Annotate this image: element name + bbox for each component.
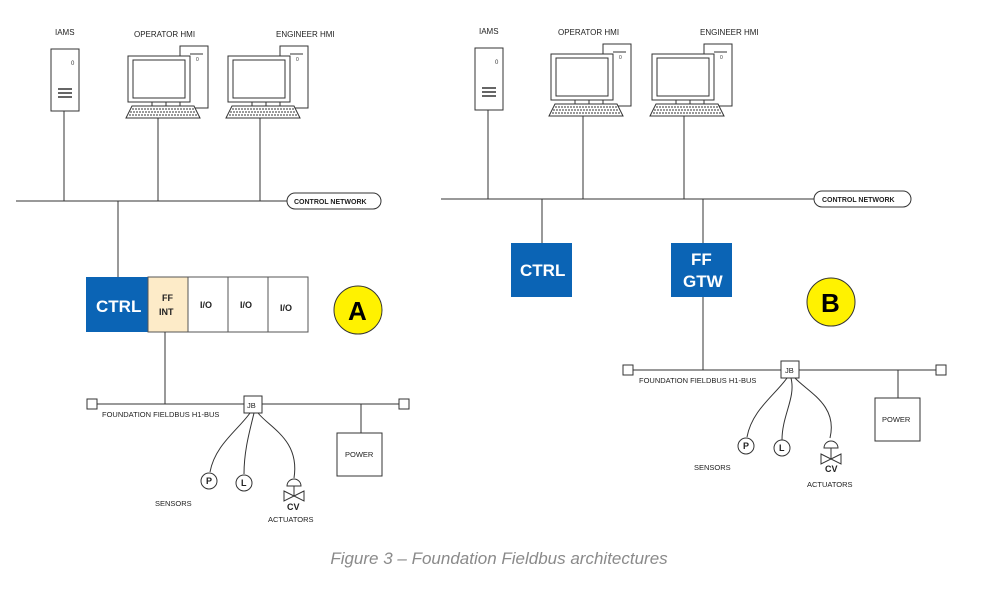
ff-gateway-module — [671, 243, 732, 297]
control-network-label-a: CONTROL NETWORK — [294, 199, 367, 206]
ff-int-line1: FF — [162, 293, 173, 303]
badge-a-label: A — [348, 296, 367, 326]
power-supply-b — [874, 397, 921, 442]
figure-caption: Figure 3 – Foundation Fieldbus architect… — [330, 549, 668, 568]
level-sensor-a — [235, 474, 253, 492]
engineer-hmi-icon — [225, 45, 309, 119]
ctrl-module-b — [511, 243, 572, 297]
iams-server-icon — [474, 47, 504, 111]
pressure-sensor-a — [200, 472, 218, 490]
control-valve-icon-b — [820, 440, 842, 465]
level-sensor-b — [773, 439, 791, 457]
fieldbus-label-a: FOUNDATION FIELDBUS H1-BUS — [102, 410, 219, 419]
junction-box-b — [780, 360, 800, 379]
power-supply-a — [336, 432, 383, 477]
badge-b-label: B — [821, 288, 840, 318]
junction-box-a — [243, 395, 263, 414]
operator-hmi-label-a: OPERATOR HMI — [134, 30, 195, 39]
actuators-label-b: ACTUATORS — [807, 480, 853, 489]
operator-hmi-icon — [125, 45, 209, 119]
io-module-a-2 — [227, 276, 269, 333]
fieldbus-label-b: FOUNDATION FIELDBUS H1-BUS — [639, 376, 756, 385]
io-module-a-3 — [267, 276, 309, 333]
diagram-a: IAMS OPERATOR HMI ENGINEER HMI CONTROL N… — [16, 28, 410, 524]
engineer-hmi-icon — [649, 43, 733, 117]
ff-gtw-line2: GTW — [683, 272, 724, 291]
operator-hmi-label-b: OPERATOR HMI — [558, 28, 619, 37]
ff-gtw-line1: FF — [691, 250, 712, 269]
power-label-a: POWER — [345, 450, 374, 459]
iams-label-b: IAMS — [479, 27, 499, 36]
diagram-b: IAMS OPERATOR HMI ENGINEER HMI CONTROL N… — [441, 27, 947, 489]
fieldbus-terminator-left-a — [86, 398, 98, 410]
ff-int-line2: INT — [159, 307, 174, 317]
pressure-sensor-b — [737, 437, 755, 455]
control-network-tag-b — [813, 190, 912, 208]
cv-label-a: CV — [287, 502, 300, 512]
io-label-a-2: I/O — [240, 300, 252, 310]
operator-hmi-icon — [548, 43, 632, 117]
io-label-a-3: I/O — [280, 303, 292, 313]
fieldbus-terminator-right-b — [935, 364, 947, 376]
ctrl-module-a — [86, 277, 148, 332]
sensors-label-a: SENSORS — [155, 499, 192, 508]
l-label-a: L — [241, 478, 247, 488]
jb-label-a: JB — [247, 401, 256, 410]
fieldbus-terminator-right-a — [398, 398, 410, 410]
jb-label-b: JB — [785, 366, 794, 375]
actuators-label-a: ACTUATORS — [268, 515, 314, 524]
cv-label-b: CV — [825, 464, 838, 474]
engineer-hmi-label-a: ENGINEER HMI — [276, 30, 335, 39]
ff-int-module — [147, 276, 189, 333]
fieldbus-terminator-left-b — [622, 364, 634, 376]
power-label-b: POWER — [882, 415, 911, 424]
p-label-b: P — [743, 441, 749, 451]
badge-b — [806, 277, 856, 327]
control-valve-icon-a — [283, 478, 305, 502]
control-network-tag-a — [286, 192, 382, 210]
control-network-label-b: CONTROL NETWORK — [822, 197, 895, 204]
ctrl-label-a: CTRL — [96, 297, 141, 316]
ctrl-label-b: CTRL — [520, 261, 565, 280]
iams-label-a: IAMS — [55, 28, 75, 37]
l-label-b: L — [779, 443, 785, 453]
engineer-hmi-label-b: ENGINEER HMI — [700, 28, 759, 37]
p-label-a: P — [206, 476, 212, 486]
sensors-label-b: SENSORS — [694, 463, 731, 472]
io-module-a-1 — [187, 276, 229, 333]
badge-a — [333, 285, 383, 335]
io-label-a-1: I/O — [200, 300, 212, 310]
iams-server-icon — [50, 48, 80, 112]
